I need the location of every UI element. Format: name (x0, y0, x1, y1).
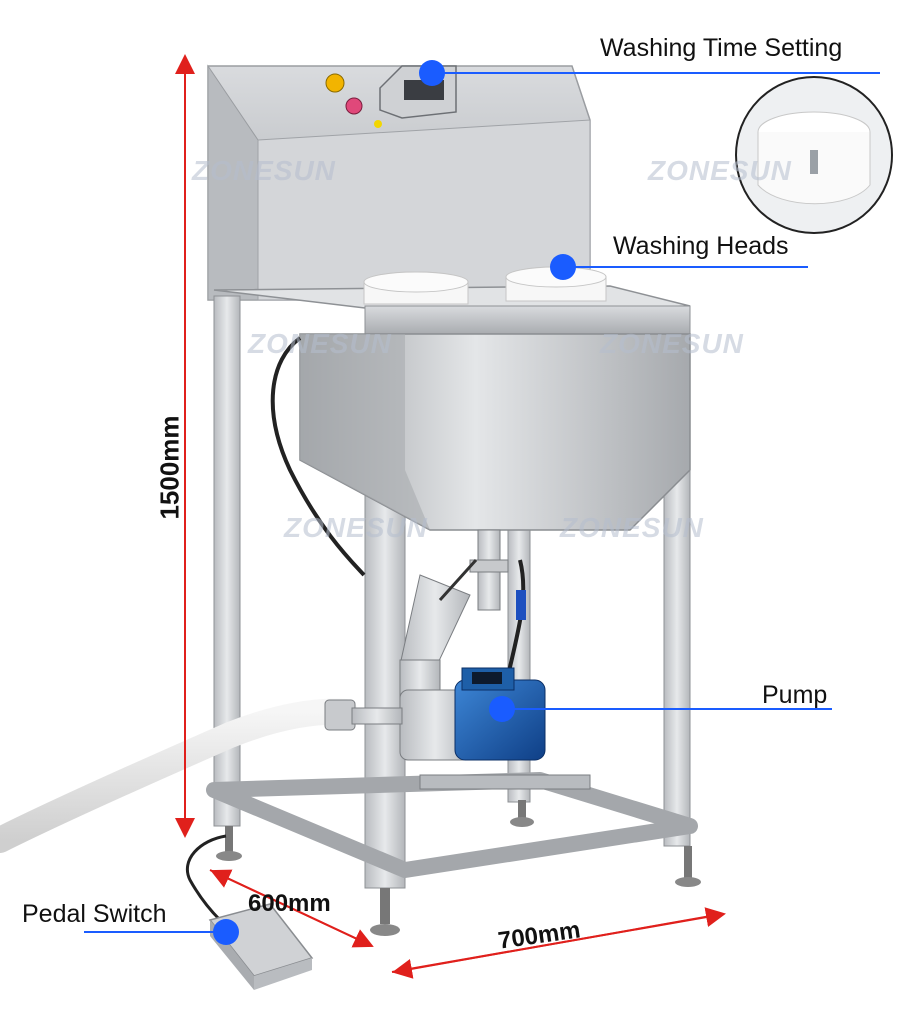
hose-clamp (324, 699, 403, 731)
watermark: ZONESUN (600, 328, 744, 359)
watermark: ZONESUN (284, 512, 428, 543)
callout-washing-heads (550, 254, 808, 280)
pedal-cable (186, 834, 227, 922)
callout-pump (489, 696, 832, 722)
washing-time-setting-label: Washing Time Setting (600, 34, 843, 62)
emergency-buttons (325, 73, 382, 128)
width-dimension-arrow (391, 907, 726, 979)
pedal-switch-label: Pedal Switch (22, 900, 167, 928)
callout-pedal-switch (84, 919, 239, 945)
height-dimension-label: 1500mm (154, 415, 185, 520)
watermark: ZONESUN (648, 155, 792, 186)
control-cabinet (207, 64, 591, 301)
inlet-hose (0, 698, 358, 853)
control-cable (270, 336, 366, 577)
pump-label: Pump (762, 681, 828, 709)
watermark: ZONESUN (248, 328, 392, 359)
leveling-feet (216, 800, 701, 936)
depth-dimension-label: 600mm (248, 890, 331, 917)
depth-dimension-arrow (209, 869, 374, 948)
washing-tank (299, 333, 691, 531)
washing-head-closeup (735, 76, 893, 234)
watermark: ZONESUN (560, 512, 704, 543)
watermark: ZONESUN (192, 155, 336, 186)
callout-washing-time-setting (419, 60, 880, 86)
washing-heads-label: Washing Heads (613, 232, 789, 260)
